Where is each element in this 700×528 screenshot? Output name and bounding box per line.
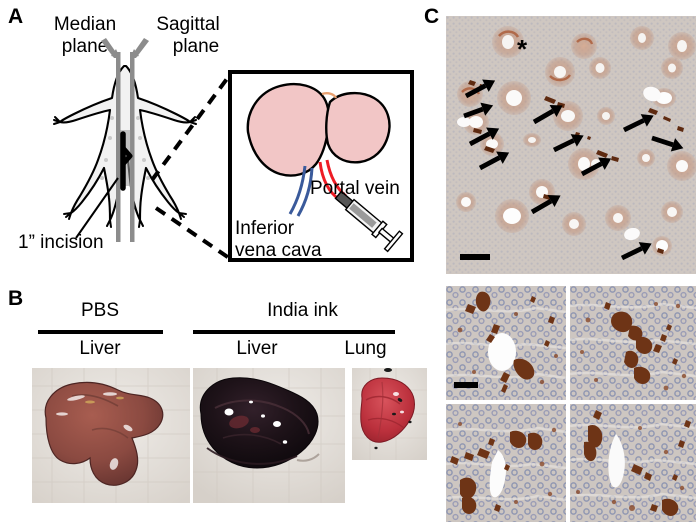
scale-bar-inset — [454, 382, 478, 388]
liver-anatomy-drawing — [246, 82, 404, 253]
arrow-markers — [463, 79, 684, 261]
asterisk-marker: * — [517, 34, 528, 64]
histology-inset-bottom-right — [570, 404, 696, 522]
histology-inset-bottom-left — [446, 404, 566, 522]
plane-pointer-arrows — [101, 38, 149, 58]
histology-overview-image: * — [446, 16, 696, 274]
image-label-ink-lung: Lung — [344, 338, 387, 359]
median-plane-label-line2: plane — [61, 36, 109, 57]
photo-pbs-liver — [32, 368, 190, 503]
photo-india-ink-lung — [352, 368, 427, 460]
median-plane-label-line1: Median — [53, 14, 117, 35]
group-rule-india-ink — [193, 330, 395, 334]
panel-letter-b: B — [8, 287, 24, 310]
histology-inset-top-left — [446, 286, 566, 400]
incision-label: 1” incision — [18, 232, 104, 253]
portal-vein-label: Portal vein — [310, 178, 400, 199]
inset-connector-lines — [150, 70, 234, 262]
scale-bar-overview — [460, 254, 490, 260]
panel-letter-a: A — [8, 5, 24, 28]
group-label-pbs: PBS — [80, 300, 120, 321]
ivc-label-line1: Inferior — [235, 218, 295, 239]
panel-letter-c: C — [424, 5, 440, 28]
photo-india-ink-liver — [193, 368, 345, 503]
ivc-label-line2: vena cava — [235, 240, 322, 261]
liver-anatomy-inset — [228, 70, 414, 262]
sagittal-plane-label-line2: plane — [172, 36, 220, 57]
histology-inset-top-right — [570, 286, 696, 400]
sagittal-plane-label-line1: Sagittal — [156, 14, 220, 35]
group-rule-pbs — [38, 330, 163, 334]
image-label-pbs-liver: Liver — [79, 338, 121, 359]
mouse-schematic — [53, 52, 197, 242]
image-label-ink-liver: Liver — [236, 338, 278, 359]
group-label-india-ink: India ink — [267, 300, 338, 321]
